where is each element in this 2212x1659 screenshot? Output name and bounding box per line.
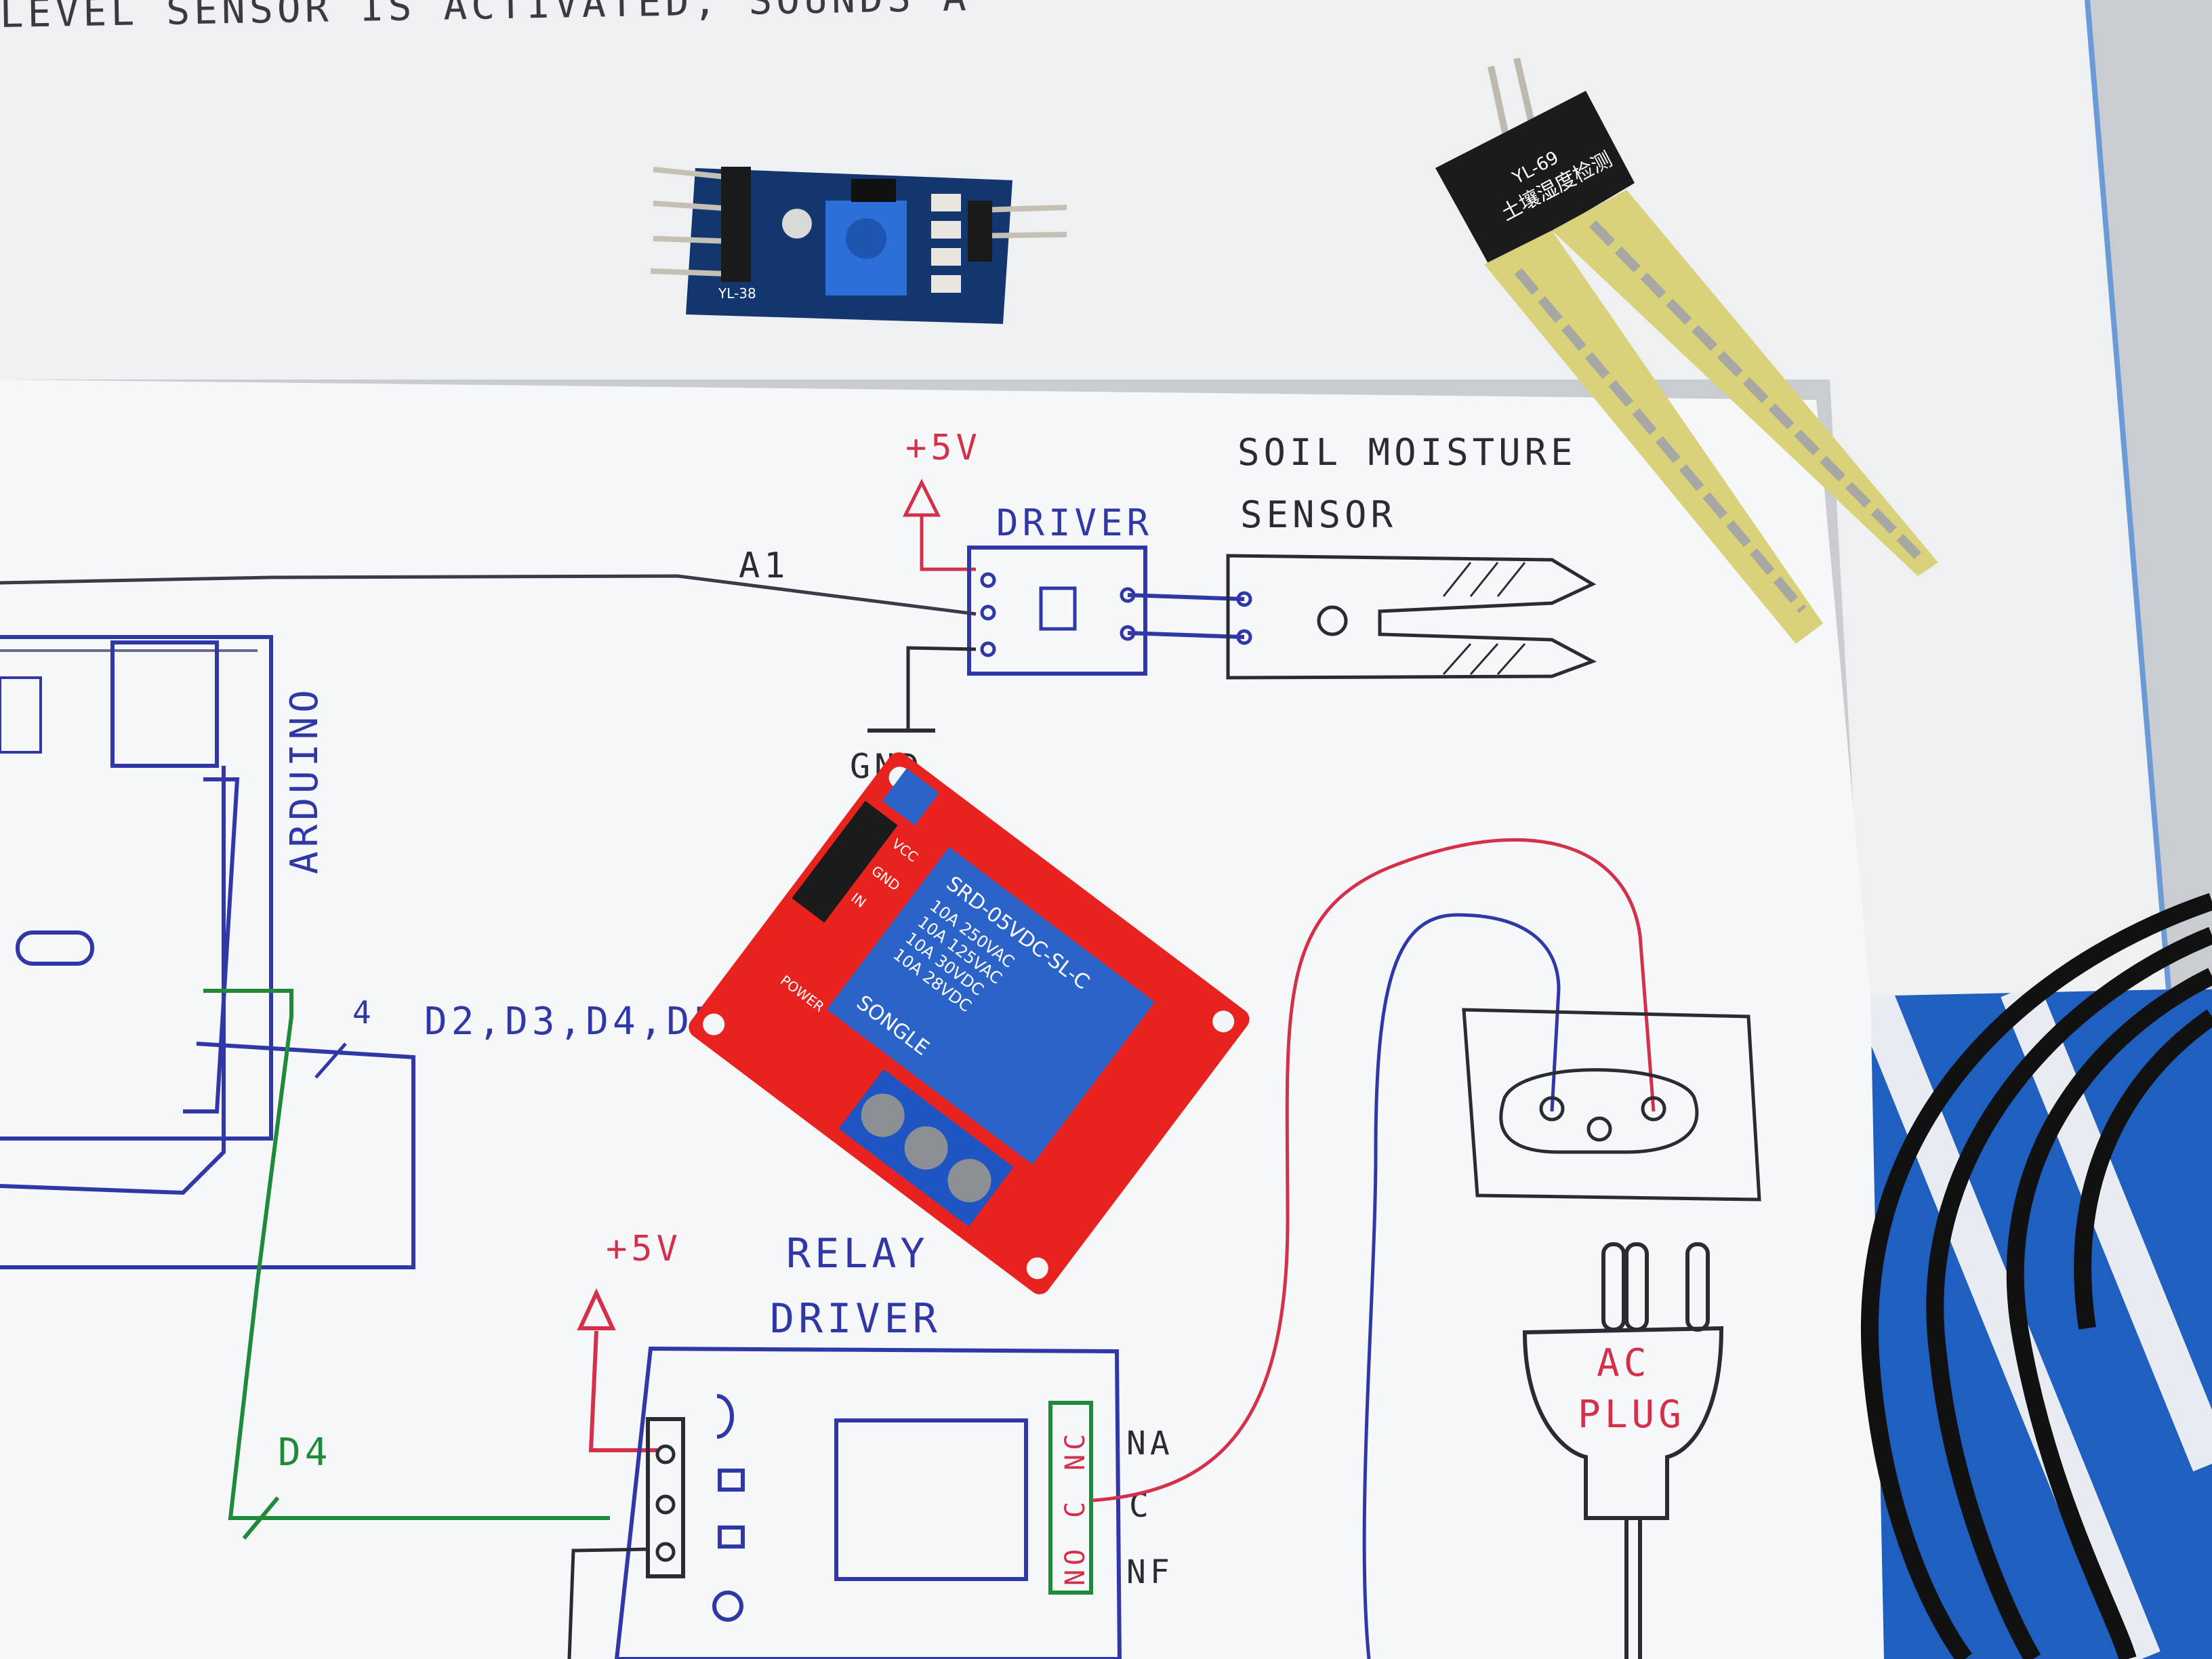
relay-pin-header xyxy=(646,1417,685,1578)
yl69-probe: YL-69 土壤湿度检测 xyxy=(1435,57,1938,644)
ac-socket-drawing xyxy=(1462,1008,1761,1202)
blue-ac-wire xyxy=(1362,913,1561,1659)
label-arduino: ARDUINO xyxy=(283,686,327,874)
label-bus-count: 4 xyxy=(352,994,375,1031)
label-plus5v-bottom: +5V xyxy=(606,1229,682,1269)
label-relay-1: RELAY xyxy=(786,1230,929,1277)
label-soil-moisture-2: SENSOR xyxy=(1240,493,1397,536)
relay-driver-drawing xyxy=(614,1346,1122,1659)
label-driver: DRIVER xyxy=(996,501,1153,544)
red-ac-wire xyxy=(1092,838,1656,1502)
driver-pins xyxy=(980,572,1136,657)
label-pins: D2,D3,D4,D5 xyxy=(424,1000,720,1044)
driver-to-sensor-wires xyxy=(1127,593,1245,639)
tablecloth-stripes xyxy=(1851,981,2212,1659)
label-ac: AC xyxy=(1597,1341,1650,1385)
yl38-label: YL-38 xyxy=(718,285,756,302)
a1-wire xyxy=(0,574,977,616)
label-nf: NF xyxy=(1126,1553,1174,1591)
relay-module: SONGLE SRD-05VDC-SL-C 10A 250VAC 10A 125… xyxy=(689,752,1250,1294)
soil-sensor-drawing xyxy=(1226,554,1597,680)
relay-terminal-no: NO xyxy=(1060,1545,1091,1586)
relay-pin-holes xyxy=(655,1444,676,1562)
gnd-wire xyxy=(906,646,977,731)
plus5v-bottom-arrow xyxy=(577,1288,657,1452)
arduino-drawing xyxy=(0,635,415,1269)
relay-terminal-c: C xyxy=(1060,1498,1091,1518)
label-soil-moisture-1: SOIL MOISTURE xyxy=(1237,431,1577,474)
plus5v-top-arrow xyxy=(902,478,976,571)
ac-plug-drawing xyxy=(1522,1242,1724,1659)
relay-terminal-nc: NC xyxy=(1060,1430,1091,1471)
label-relay-2: DRIVER xyxy=(770,1295,941,1343)
paper-edge-line xyxy=(2085,0,2171,990)
label-na: NA xyxy=(1126,1425,1174,1462)
yl38-module: YL-38 xyxy=(650,167,1067,324)
label-a1: A1 xyxy=(739,546,790,586)
green-bus-wire xyxy=(203,989,610,1540)
black-cable xyxy=(1860,893,2212,1659)
label-plug: PLUG xyxy=(1578,1393,1685,1437)
driver-box xyxy=(967,546,1147,676)
bus-slash xyxy=(314,1042,347,1079)
label-d4: D4 xyxy=(278,1431,331,1475)
relay-terminal-box xyxy=(1048,1401,1093,1595)
label-plus5v-top: +5V xyxy=(905,428,981,468)
relay-gnd-wire xyxy=(567,1547,649,1659)
